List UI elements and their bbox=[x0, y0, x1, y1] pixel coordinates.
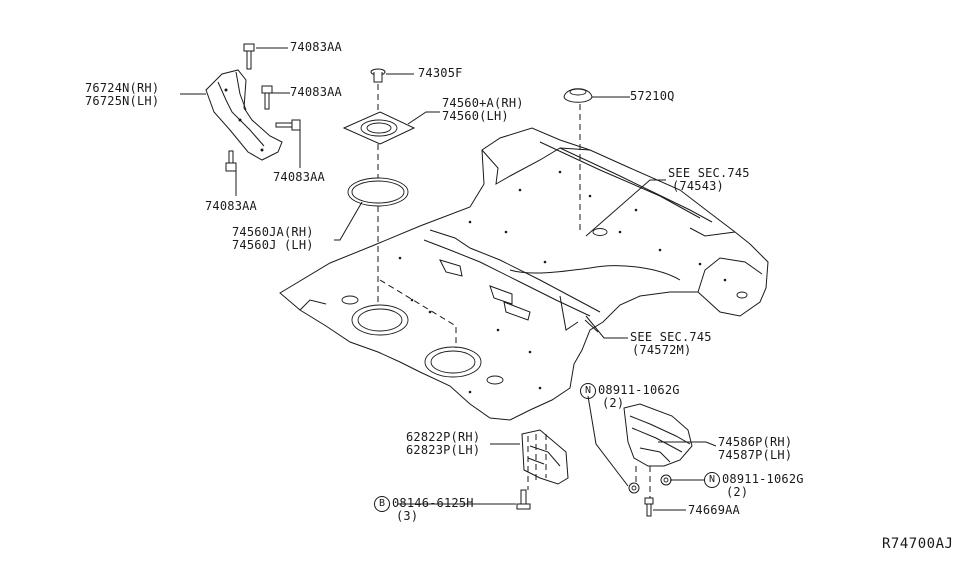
label-cover-rh: 74560+A(RH) bbox=[442, 96, 524, 110]
label-bolt-mid: 74083AA bbox=[290, 85, 342, 99]
label-cover-lh: 74560(LH) bbox=[442, 109, 509, 123]
label-plug: 74305F bbox=[418, 66, 463, 80]
nut-08911-left bbox=[628, 482, 640, 494]
label-cap: 57210Q bbox=[630, 89, 675, 103]
label-bolt-top: 74083AA bbox=[290, 40, 342, 54]
label-see-sec-1-ref: (74543) bbox=[672, 179, 724, 193]
bracket-bolts bbox=[225, 43, 301, 172]
rear-floor-panel bbox=[279, 127, 769, 421]
label-see-sec-1: SEE SEC.745 bbox=[668, 166, 750, 180]
label-mud-rh: 62822P(RH) bbox=[406, 430, 481, 444]
label-seal-rh: 74560JA(RH) bbox=[232, 225, 314, 239]
label-guard-rh: 74586P(RH) bbox=[718, 435, 793, 449]
marker-n-1: N bbox=[580, 383, 596, 399]
marker-n-2: N bbox=[704, 472, 720, 488]
label-seal-lh: 74560J (LH) bbox=[232, 238, 314, 252]
label-n-bolt-1-qty: (2) bbox=[602, 396, 625, 410]
clip-74669aa bbox=[644, 497, 654, 517]
label-bolt-bottom: 74083AA bbox=[205, 199, 257, 213]
label-n-bolt-1: 08911-1062G bbox=[598, 383, 680, 397]
rear-guard bbox=[623, 403, 693, 467]
nut-08911-right bbox=[660, 474, 672, 486]
label-mud-lh: 62823P(LH) bbox=[406, 443, 481, 457]
dashed-guides bbox=[377, 84, 651, 498]
label-bracket-rh: 76724N(RH) bbox=[85, 81, 160, 95]
cap-57210q bbox=[563, 88, 593, 103]
label-bracket-lh: 76725N(LH) bbox=[85, 94, 160, 108]
label-n-bolt-2: 08911-1062G bbox=[722, 472, 804, 486]
speaker-cover bbox=[342, 111, 416, 145]
leader-lines bbox=[180, 47, 717, 511]
label-bolt-right: 74083AA bbox=[273, 170, 325, 184]
diagram-code: R74700AJ bbox=[882, 536, 954, 552]
bolt-08146 bbox=[516, 489, 531, 510]
label-guard-lh: 74587P(LH) bbox=[718, 448, 793, 462]
mud-guard bbox=[521, 429, 569, 485]
label-see-sec-2: SEE SEC.745 bbox=[630, 330, 712, 344]
plug-74305f bbox=[370, 68, 386, 83]
label-n-bolt-2-qty: (2) bbox=[726, 485, 749, 499]
label-b-bolt: 08146-6125H bbox=[392, 496, 474, 510]
label-see-sec-2-ref: (74572M) bbox=[632, 343, 692, 357]
speaker-seal bbox=[347, 177, 409, 207]
marker-b: B bbox=[374, 496, 390, 512]
label-clip: 74669AA bbox=[688, 503, 740, 517]
rear-bracket bbox=[205, 69, 283, 161]
label-b-bolt-qty: (3) bbox=[396, 509, 419, 523]
